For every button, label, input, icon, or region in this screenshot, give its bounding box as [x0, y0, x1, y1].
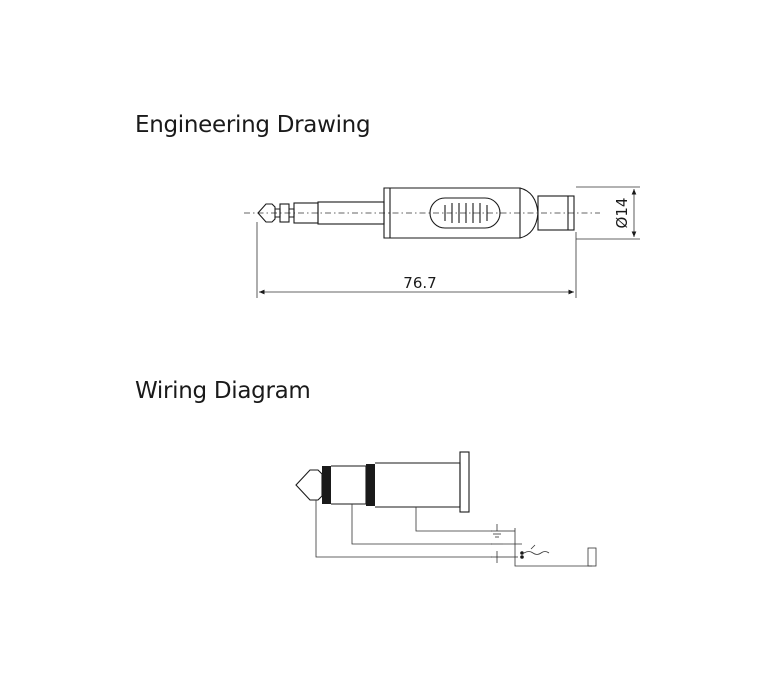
wire-tip [315, 500, 492, 558]
length-dimension: 76.7 [256, 222, 577, 298]
length-label: 76.7 [403, 274, 436, 292]
plus-icon [491, 551, 503, 563]
wiring-flange [459, 451, 470, 513]
wire-sleeve [415, 507, 492, 532]
diameter-label: Ø14 [613, 198, 631, 229]
grip-oval [429, 197, 501, 229]
wiring-diagram-title: Wiring Diagram [135, 378, 311, 404]
plug-ring [279, 203, 290, 223]
plug-wiring-view [295, 451, 597, 567]
diameter-dimension: Ø14 [576, 186, 640, 240]
grip-ribs [444, 203, 488, 223]
plug-tip [257, 203, 276, 223]
ground-icon [491, 524, 503, 538]
cable-end [503, 528, 597, 567]
insulator-band-2 [366, 464, 375, 506]
wiring-ring [331, 465, 367, 505]
insulator-band-1 [322, 466, 331, 504]
engineering-drawing-title: Engineering Drawing [135, 112, 371, 138]
wiring-sleeve [375, 462, 461, 508]
plug-boot [537, 195, 575, 231]
wiring-tip [295, 469, 323, 501]
wire-ring [351, 504, 492, 545]
plug-side-view [244, 187, 600, 239]
